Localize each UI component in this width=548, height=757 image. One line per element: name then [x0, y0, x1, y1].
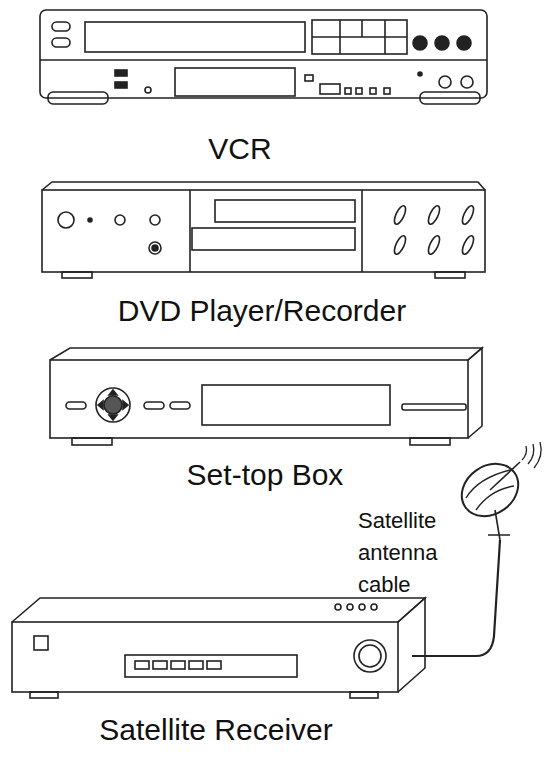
device-label: DVD Player/Recorder [118, 294, 406, 329]
dvd-drawing [42, 182, 485, 278]
device-label: Satellite Receiver [99, 713, 332, 748]
vcr-drawing [40, 10, 487, 104]
device-label: VCR [208, 132, 271, 167]
device-label: Set-top Box [187, 458, 344, 493]
set-top-box-drawing [50, 348, 482, 445]
satellite-receiver-drawing [12, 598, 425, 698]
cable-label: Satellite antenna cable [358, 505, 466, 601]
